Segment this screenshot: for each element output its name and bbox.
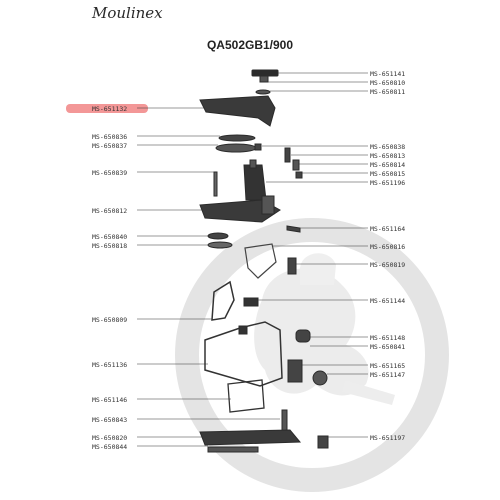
part-switch-2	[292, 159, 300, 171]
label-ms-650816: MS-650816	[370, 243, 405, 251]
label-ms-651146: MS-651146	[92, 396, 127, 404]
label-ms-650837: MS-650837	[92, 142, 127, 150]
label-ms-650813: MS-650813	[370, 152, 405, 160]
label-ms-651144: MS-651144	[370, 297, 405, 305]
label-ms-650820: MS-650820	[92, 434, 127, 442]
label-ms-650819: MS-650819	[370, 261, 405, 269]
part-top-cap	[251, 69, 279, 77]
label-ms-650811: MS-650811	[370, 88, 405, 96]
label-ms-650839: MS-650839	[92, 169, 127, 177]
part-disc-1	[218, 134, 256, 142]
part-cover	[199, 95, 276, 127]
label-ms-650814: MS-650814	[370, 161, 405, 169]
part-ring-2	[207, 241, 233, 249]
part-small-ring	[255, 89, 271, 95]
label-ms-650809: MS-650809	[92, 316, 127, 324]
label-ms-651196: MS-651196	[370, 179, 405, 187]
part-small-block	[295, 171, 303, 179]
label-ms-650810: MS-650810	[370, 79, 405, 87]
part-lower-body	[227, 379, 265, 413]
label-ms-650844: MS-650844	[92, 443, 127, 451]
leader-lines	[137, 72, 368, 447]
brand-logo: Moulinex	[92, 4, 163, 22]
label-ms-650843: MS-650843	[92, 416, 127, 424]
part-motor	[243, 164, 267, 201]
label-ms-650841: MS-650841	[370, 343, 405, 351]
part-clip	[286, 225, 301, 233]
label-ms-650812: MS-650812	[92, 207, 127, 215]
label-ms-650838: MS-650838	[370, 143, 405, 151]
part-bracket	[244, 243, 277, 279]
label-ms-650836: MS-650836	[92, 133, 127, 141]
highlight-bar	[66, 104, 148, 113]
part-chute	[211, 280, 235, 321]
label-ms-651164: MS-651164	[370, 225, 405, 233]
label-ms-651148: MS-651148	[370, 334, 405, 342]
part-cord-clip	[317, 435, 329, 449]
part-disc-2	[215, 143, 257, 153]
part-switch-1	[284, 147, 291, 163]
part-gear-base	[199, 199, 281, 223]
part-button	[312, 370, 328, 386]
part-panel	[287, 359, 303, 383]
part-ring-1	[207, 232, 229, 240]
label-ms-650818: MS-650818	[92, 242, 127, 250]
part-labels: MS-651132 MS-650836 MS-650837 MS-650839 …	[92, 70, 405, 451]
part-spring	[213, 171, 218, 197]
label-ms-651197: MS-651197	[370, 434, 405, 442]
model-number: QA502GB1/900	[206, 38, 294, 52]
part-knob	[243, 297, 259, 307]
label-ms-651165: MS-651165	[370, 362, 405, 370]
label-ms-651136: MS-651136	[92, 361, 127, 369]
label-ms-650815: MS-650815	[370, 170, 405, 178]
label-ms-651147: MS-651147	[370, 371, 405, 379]
label-ms-651141: MS-651141	[370, 70, 405, 78]
part-base	[199, 429, 302, 446]
parts-drawing	[199, 69, 329, 453]
part-latch	[287, 257, 297, 275]
part-feet	[207, 446, 259, 453]
chef-mascot-watermark	[175, 218, 449, 492]
label-ms-650840: MS-650840	[92, 233, 127, 241]
part-post	[281, 409, 288, 433]
label-ms-651132: MS-651132	[92, 105, 127, 113]
part-dial	[295, 329, 311, 343]
